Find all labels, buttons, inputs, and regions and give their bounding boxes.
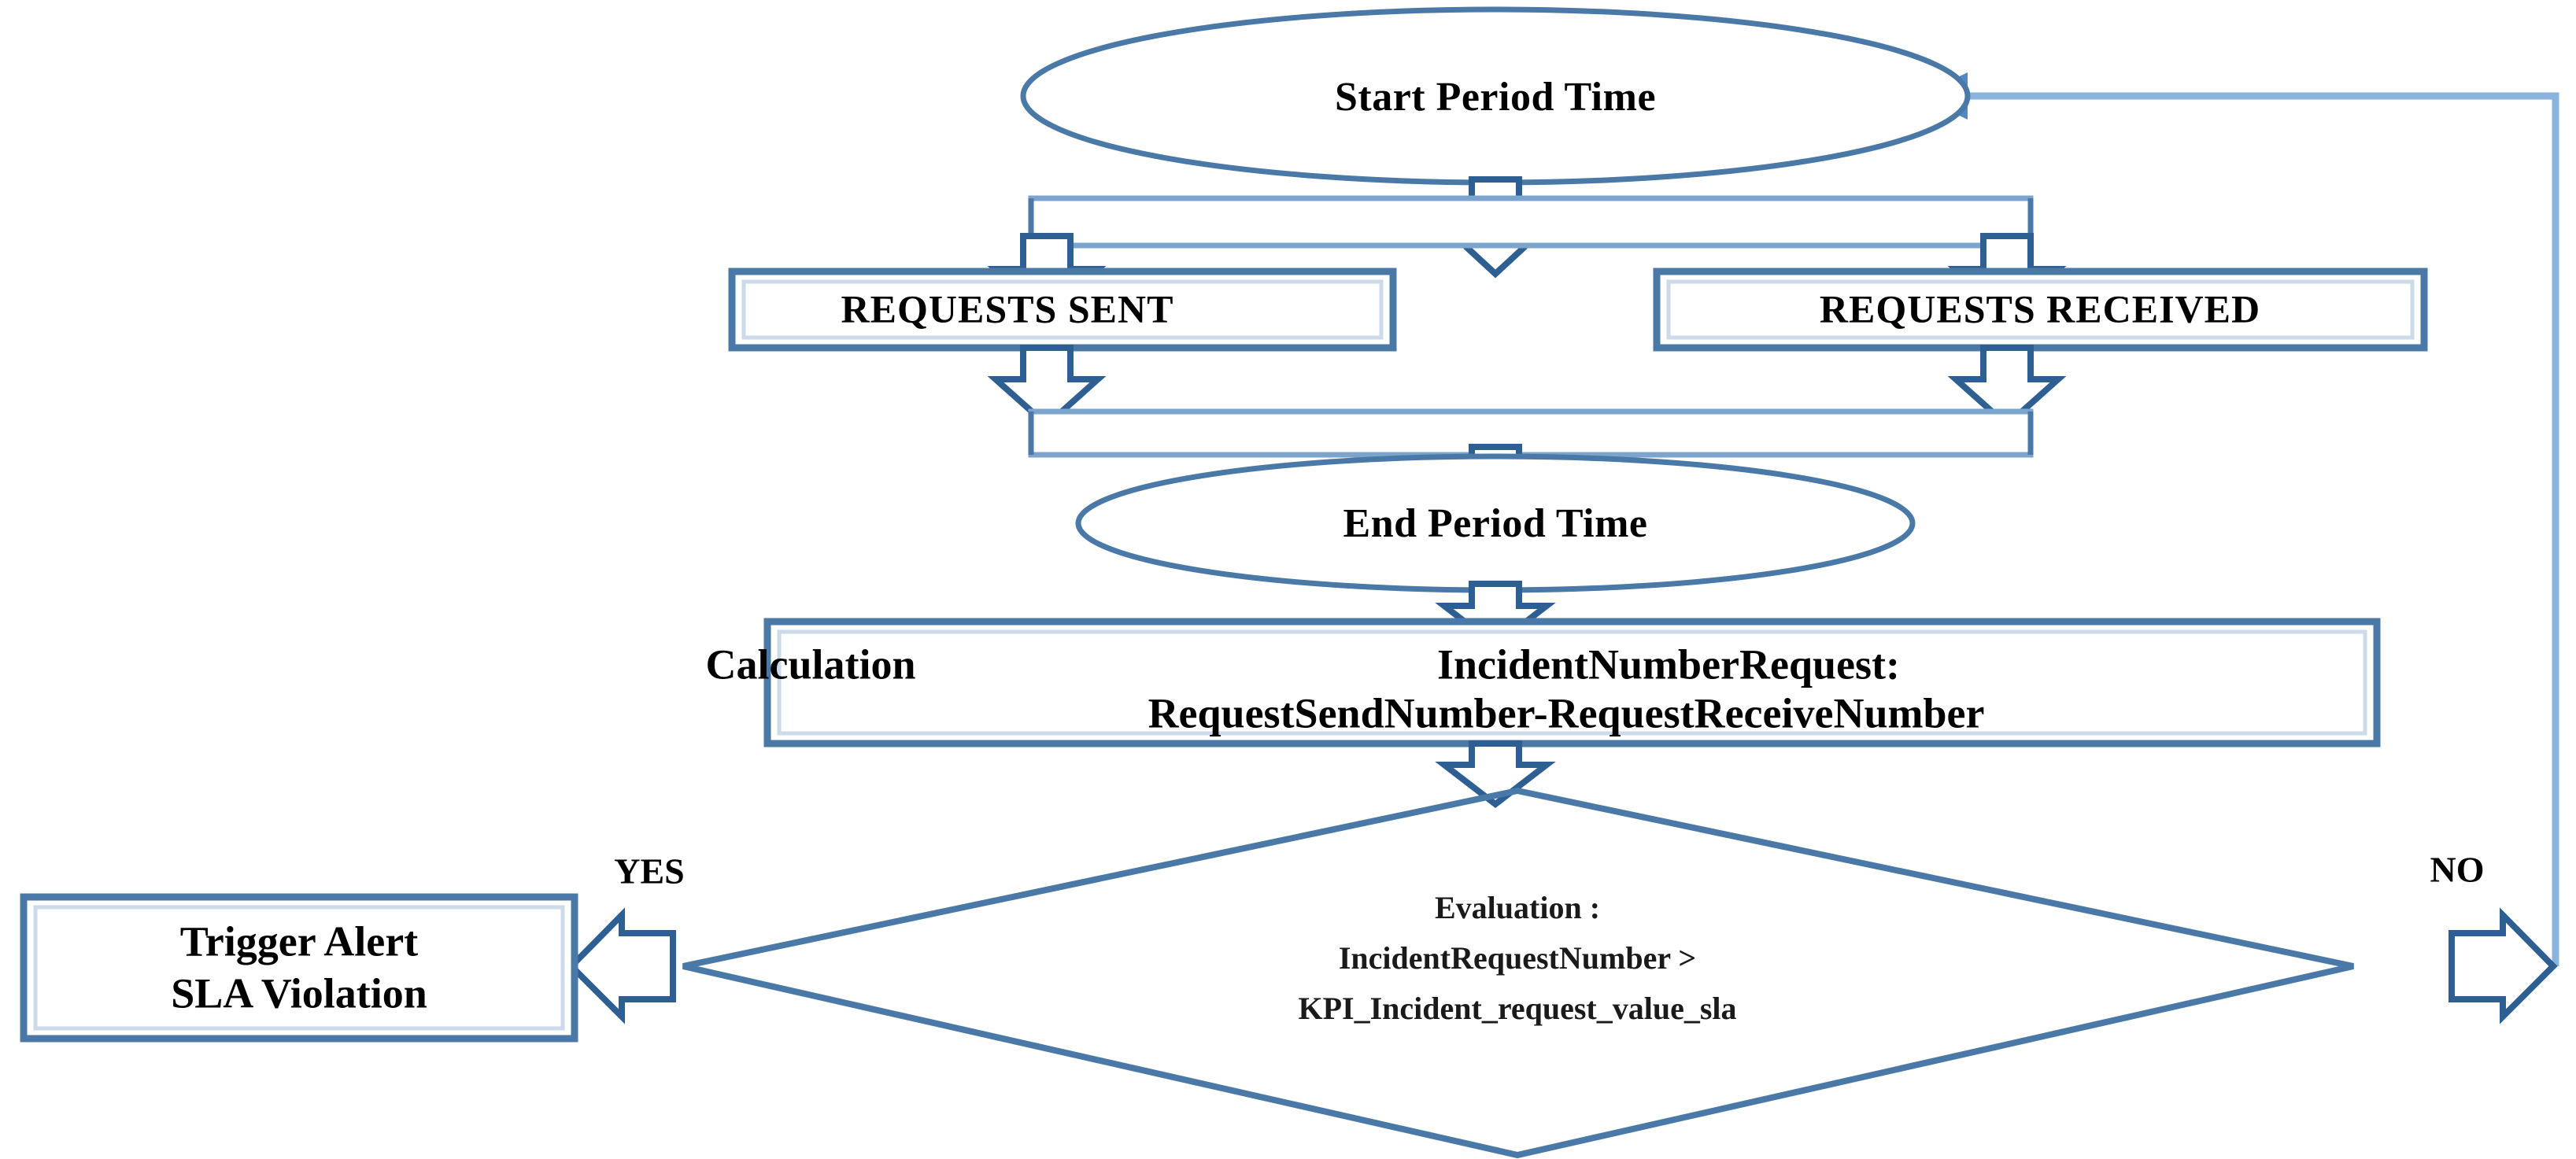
- node-evaluation-line1: Evaluation :: [1435, 890, 1600, 925]
- node-requests-received[interactable]: REQUESTS RECEIVED: [1653, 268, 2428, 352]
- node-calculation-line2: RequestSendNumber-RequestReceiveNumber: [1148, 689, 1985, 736]
- node-calculation[interactable]: Calculation IncidentNumberRequest: Reque…: [705, 618, 2381, 747]
- branch-no-arrow: [2448, 907, 2558, 1024]
- node-end-period-time-label: End Period Time: [1343, 501, 1648, 546]
- arrow-requests-received-to-merge: [1947, 345, 2067, 430]
- arrow-calculation-to-evaluation: [1435, 740, 1556, 809]
- node-trigger-alert[interactable]: Trigger Alert SLA Violation: [20, 893, 578, 1043]
- node-requests-sent[interactable]: REQUESTS SENT: [728, 268, 1397, 352]
- node-start-period-time-label: Start Period Time: [1335, 75, 1656, 120]
- node-start-period-time[interactable]: Start Period Time: [1020, 6, 1971, 186]
- node-calculation-line1-right: IncidentNumberRequest:: [1437, 640, 1900, 688]
- branch-no-label: NO: [2430, 850, 2485, 890]
- arrow-requests-sent-to-merge: [987, 345, 1107, 430]
- branch-yes-arrow: [567, 907, 676, 1024]
- node-end-period-time[interactable]: End Period Time: [1075, 453, 1916, 593]
- node-evaluation-line3: KPI_Incident_request_value_sla: [1298, 991, 1736, 1026]
- node-evaluation-line2: IncidentRequestNumber >: [1339, 940, 1696, 976]
- branch-yes-label: YES: [614, 851, 684, 891]
- node-requests-received-label: REQUESTS RECEIVED: [1820, 286, 2260, 330]
- node-calculation-line1-left: Calculation: [705, 640, 915, 688]
- node-requests-sent-label: REQUESTS SENT: [841, 286, 1174, 330]
- node-evaluation-decision[interactable]: Evaluation : IncidentRequestNumber > KPI…: [682, 787, 2354, 1159]
- split-bracket-bar: [1028, 195, 2034, 249]
- node-trigger-alert-line2: SLA Violation: [171, 969, 427, 1017]
- node-trigger-alert-line1: Trigger Alert: [180, 917, 418, 965]
- merge-bracket-bar: [1028, 408, 2034, 458]
